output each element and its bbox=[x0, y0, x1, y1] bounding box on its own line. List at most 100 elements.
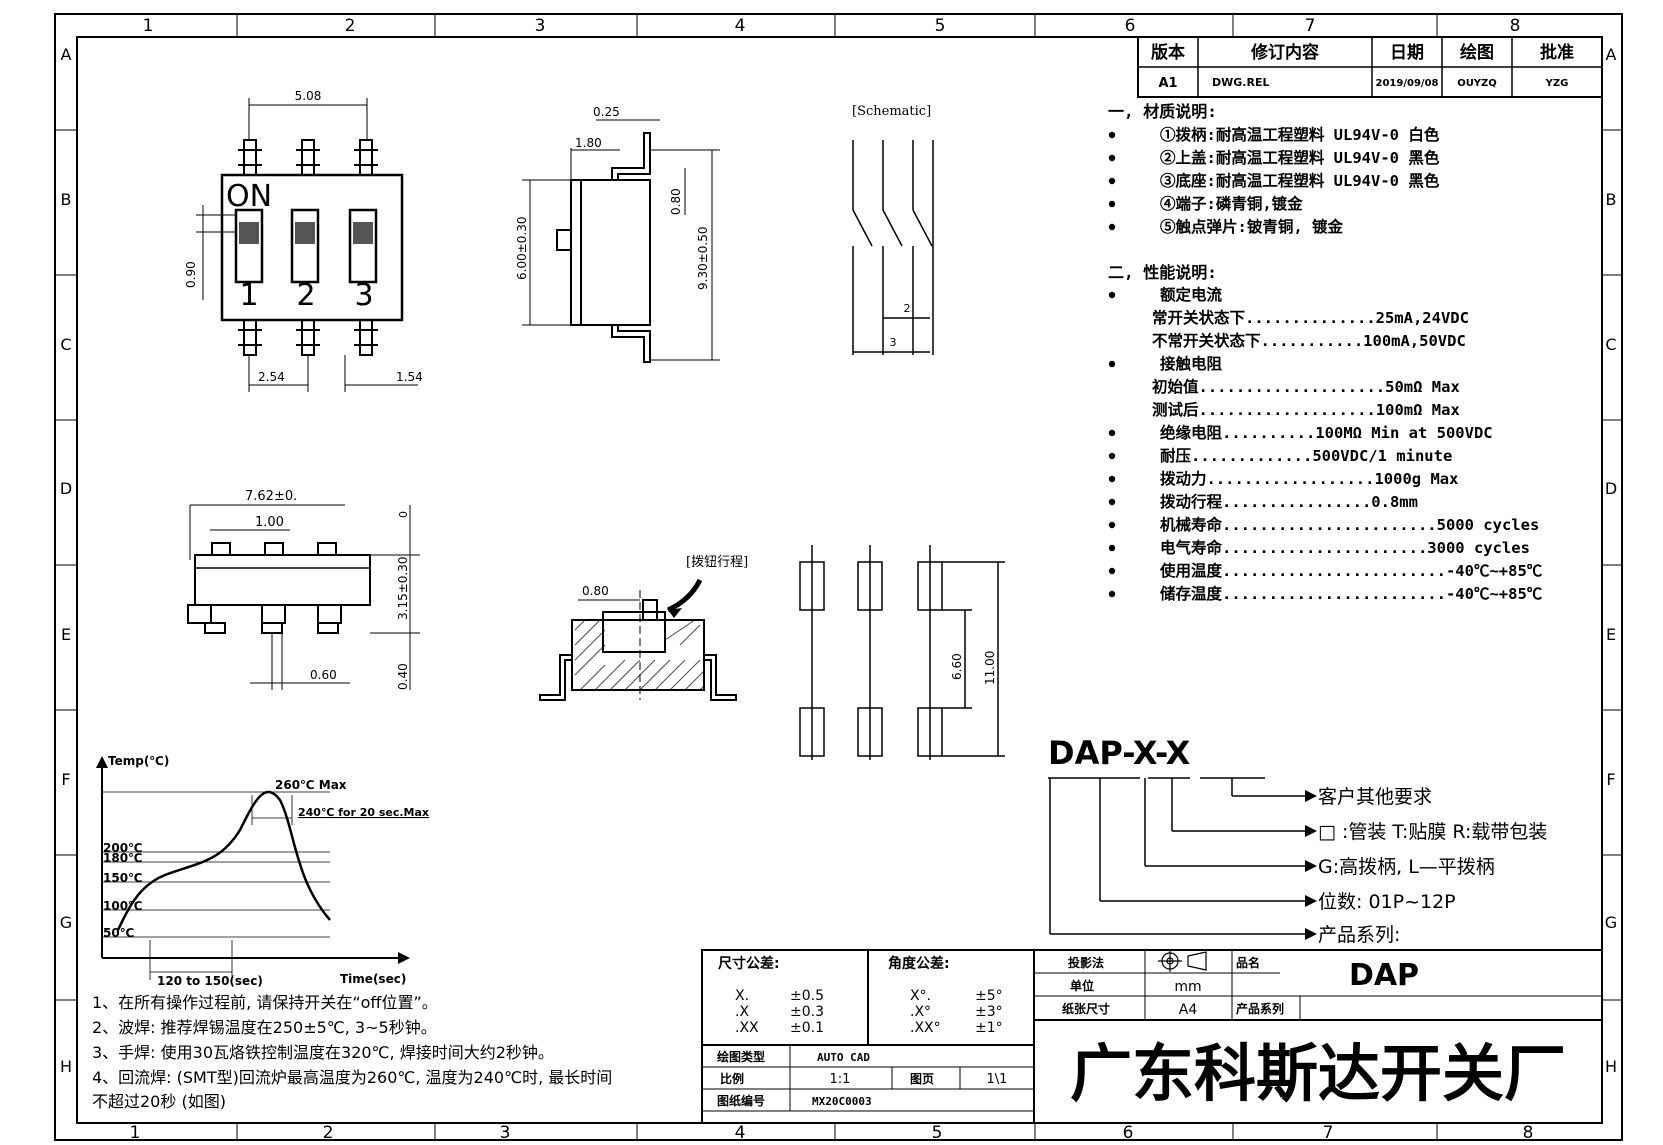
bullet-icon bbox=[1108, 498, 1116, 506]
part-code-legend: G:高拨柄, L—平拨柄 bbox=[1318, 856, 1495, 878]
dim-label: 3 bbox=[890, 336, 897, 349]
rev-header: 修订内容 bbox=[1250, 42, 1319, 63]
ang-value: ±3° bbox=[975, 1004, 1003, 1020]
dim-label: 2.54 bbox=[258, 370, 285, 384]
bullet-icon bbox=[1108, 521, 1116, 529]
performance-item: 测试后...................100mΩ Max bbox=[1152, 400, 1460, 419]
revision-table: 版本 修订内容 日期 绘图 批准 A1 DWG.REL 2019/09/08 O… bbox=[1137, 36, 1603, 98]
performance-item: 初始值....................50mΩ Max bbox=[1152, 377, 1460, 396]
bullet-icon bbox=[1108, 177, 1116, 185]
col-label-top: 3 bbox=[535, 16, 546, 36]
col-label-bottom: 6 bbox=[1123, 1123, 1134, 1143]
tol-key: X. bbox=[735, 988, 749, 1004]
row-label-right: A bbox=[1606, 45, 1617, 64]
ang-key: .X° bbox=[910, 1004, 931, 1020]
bullet-icon bbox=[1108, 223, 1116, 231]
rev-header: 绘图 bbox=[1460, 42, 1494, 63]
front-view: 7.62±0. 1.00 0 3.15±0.30 0.40 0.60 bbox=[187, 489, 420, 690]
note-line: 不超过20秒 (如图) bbox=[92, 1092, 226, 1111]
profile-note: 240℃ for 20 sec.Max bbox=[298, 806, 429, 819]
col-label-top: 2 bbox=[345, 16, 356, 36]
rev-header: 批准 bbox=[1540, 42, 1574, 63]
dim-label: 2 bbox=[904, 302, 911, 315]
col-label-top: 5 bbox=[935, 16, 946, 36]
row-label-right: H bbox=[1605, 1057, 1617, 1076]
performance-item: 接触电阻 bbox=[1160, 354, 1223, 373]
unit-label: 单位 bbox=[1070, 978, 1094, 993]
tolerance-title: 尺寸公差: bbox=[718, 955, 780, 972]
part-code: DAP-X-X 客户其他要求 □ :管装 T:贴膜 R:载带包装 G:高拨柄, … bbox=[1048, 734, 1547, 946]
row-label-right: D bbox=[1605, 479, 1617, 498]
dim-label: 7.62±0. bbox=[245, 489, 297, 504]
dim-label: 0.80 bbox=[582, 584, 609, 598]
projection-label: 投影法 bbox=[1068, 955, 1104, 970]
bullet-icon bbox=[1108, 429, 1116, 437]
performance-section: 二, 性能说明: 额定电流常开关状态下..............25mA,24… bbox=[1108, 263, 1543, 603]
row-label-right: F bbox=[1606, 770, 1615, 789]
row-label-left: A bbox=[61, 45, 72, 64]
bullet-icon bbox=[1108, 475, 1116, 483]
software-value: AUTO CAD bbox=[817, 1051, 870, 1064]
part-code-legend: 产品系列: bbox=[1318, 924, 1400, 946]
material-item: ②上盖:耐高温工程塑料 UL94V-0 黑色 bbox=[1160, 148, 1440, 167]
dim-label: 1.00 bbox=[255, 515, 284, 530]
pin-number: 1 bbox=[239, 278, 258, 313]
performance-item: 拨动行程................0.8mm bbox=[1160, 492, 1418, 511]
product-name: DAP bbox=[1349, 958, 1419, 993]
profile-range: 120 to 150(sec) bbox=[157, 974, 263, 988]
col-label-bottom: 8 bbox=[1523, 1123, 1534, 1143]
tol-value: ±0.1 bbox=[790, 1020, 824, 1036]
bullet-icon bbox=[1108, 567, 1116, 575]
bullet-icon bbox=[1108, 360, 1116, 368]
frame-row-labels: A B C D E F G H A B C D E F G H bbox=[60, 45, 1617, 1076]
drawing-number-value: MX20C0003 bbox=[812, 1095, 872, 1108]
paper-size-label: 纸张尺寸 bbox=[1062, 1001, 1110, 1016]
col-label-bottom: 7 bbox=[1323, 1123, 1334, 1143]
rev-cell: 2019/09/08 bbox=[1376, 78, 1439, 89]
tol-key: .XX bbox=[735, 1020, 759, 1036]
performance-item: 常开关状态下..............25mA,24VDC bbox=[1152, 308, 1469, 327]
projection-symbol-icon bbox=[1158, 950, 1207, 972]
bullet-icon bbox=[1108, 590, 1116, 598]
name-label: 品名 bbox=[1236, 955, 1260, 970]
row-label-right: C bbox=[1605, 335, 1616, 354]
footprint-view: 6.60 11.00 bbox=[799, 545, 1005, 760]
part-code-legend: 客户其他要求 bbox=[1318, 786, 1432, 808]
profile-temp: 180℃ bbox=[103, 851, 143, 865]
material-item: ④端子:磷青铜,镀金 bbox=[1160, 194, 1303, 213]
dim-label: 1.54 bbox=[396, 370, 423, 384]
tol-key: .X bbox=[735, 1004, 749, 1020]
performance-title: 二, 性能说明: bbox=[1108, 263, 1217, 282]
profile-temp: 50℃ bbox=[103, 926, 134, 940]
part-code-legend: 位数: 01P~12P bbox=[1318, 891, 1456, 913]
col-label-top: 6 bbox=[1125, 16, 1136, 36]
schematic: [Schematic] 2 3 bbox=[852, 104, 934, 355]
performance-item: 储存温度........................-40℃~+85℃ bbox=[1159, 584, 1543, 603]
scale-value: 1:1 bbox=[830, 1072, 851, 1087]
dim-label: 0.80 bbox=[669, 188, 683, 215]
section-view: [拨钮行程] 0.80 bbox=[539, 555, 748, 701]
dim-label: 0 bbox=[397, 511, 410, 518]
rev-cell: A1 bbox=[1158, 76, 1177, 91]
tol-value: ±0.5 bbox=[790, 988, 824, 1004]
bullet-icon bbox=[1108, 131, 1116, 139]
unit-value: mm bbox=[1174, 979, 1201, 995]
col-label-top: 8 bbox=[1510, 16, 1521, 36]
ang-key: X°. bbox=[910, 988, 931, 1004]
pin-number: 2 bbox=[296, 278, 315, 313]
drawing-number-label: 图纸编号 bbox=[717, 1093, 765, 1108]
materials-section: 一, 材质说明: ①拨柄:耐高温工程塑料 UL94V-0 白色②上盖:耐高温工程… bbox=[1108, 102, 1440, 236]
col-label-top: 1 bbox=[143, 16, 154, 36]
profile-temp: 150℃ bbox=[103, 871, 143, 885]
profile-temp: 100℃ bbox=[103, 899, 143, 913]
title-block: 尺寸公差: X. ±0.5 .X ±0.3 .XX ±0.1 角度公差: X°.… bbox=[701, 949, 1603, 1124]
bullet-icon bbox=[1108, 291, 1116, 299]
material-item: ⑤触点弹片:铍青铜, 镀金 bbox=[1160, 217, 1343, 236]
bullet-icon bbox=[1108, 200, 1116, 208]
bullet-icon bbox=[1108, 452, 1116, 460]
schematic-label: [Schematic] bbox=[852, 104, 931, 119]
materials-title: 一, 材质说明: bbox=[1108, 102, 1217, 121]
performance-item: 额定电流 bbox=[1160, 285, 1223, 304]
rev-cell: OUYZQ bbox=[1457, 78, 1497, 89]
